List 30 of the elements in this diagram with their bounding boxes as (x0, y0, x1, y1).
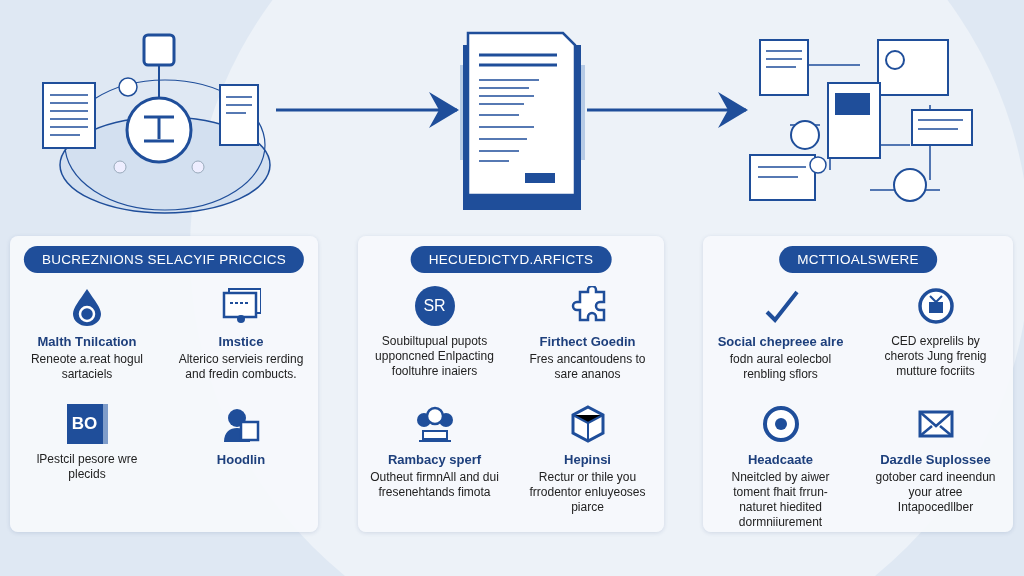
item-description: Reneote a.reat hogul sartaciels (29, 352, 145, 382)
item-description: CED exprelils by cherots Jung frenig mutture focriits (883, 334, 988, 379)
panel-card (10, 236, 318, 532)
arrow (276, 92, 459, 128)
item-title: Imstice (218, 334, 264, 349)
item-description: Fres ancantoudens to sare ananos (528, 352, 647, 382)
item-title: Social chepreee alre (717, 334, 844, 349)
item-title: Firthect Goedin (539, 334, 636, 349)
item-description: Rectur or thile you frrodentor enluyeoses piarce (528, 470, 647, 515)
item-description: lPestcil pesore wre plecids (35, 452, 139, 482)
item-description: Nneitcled by aiwer toment fhait frrun- naturet hiedited dormniiurement (730, 470, 831, 530)
panel-card (703, 236, 1013, 532)
item-description: gotober card ineendun your atree Intapocedllber (874, 470, 997, 515)
item-title: Dazdle Suplossee (880, 452, 991, 467)
item-title: Hepinsi (564, 452, 611, 467)
item-description: Alterico servieis rerding and fredin combucts. (177, 352, 305, 382)
item-description: Outheut firmnAll and dui fresenehtands fimota (369, 470, 500, 500)
item-description: Soubiltupual pupots upponcned Enlpacting fooltuhre inaiers (374, 334, 495, 379)
item-title: Rambacy sperf (387, 452, 482, 467)
panel-card (358, 236, 664, 532)
initials-badge: SR (414, 286, 455, 326)
item-title: Malth Tnilcation (37, 334, 137, 349)
item-description: fodn aural eolecbol renbling sflors (728, 352, 833, 382)
section-heading: HECUEDICTYD.ARFICTS (410, 246, 612, 273)
arrow (587, 92, 748, 128)
item-title: Hoodlin (216, 452, 266, 467)
item-title: Headcaate (747, 452, 813, 467)
section-heading: BUCREZNIONS SELACYIF PRICCICS (23, 246, 305, 273)
section-heading: MCTTIOALSWERE (779, 246, 937, 273)
letter-icon: BO (66, 404, 108, 444)
